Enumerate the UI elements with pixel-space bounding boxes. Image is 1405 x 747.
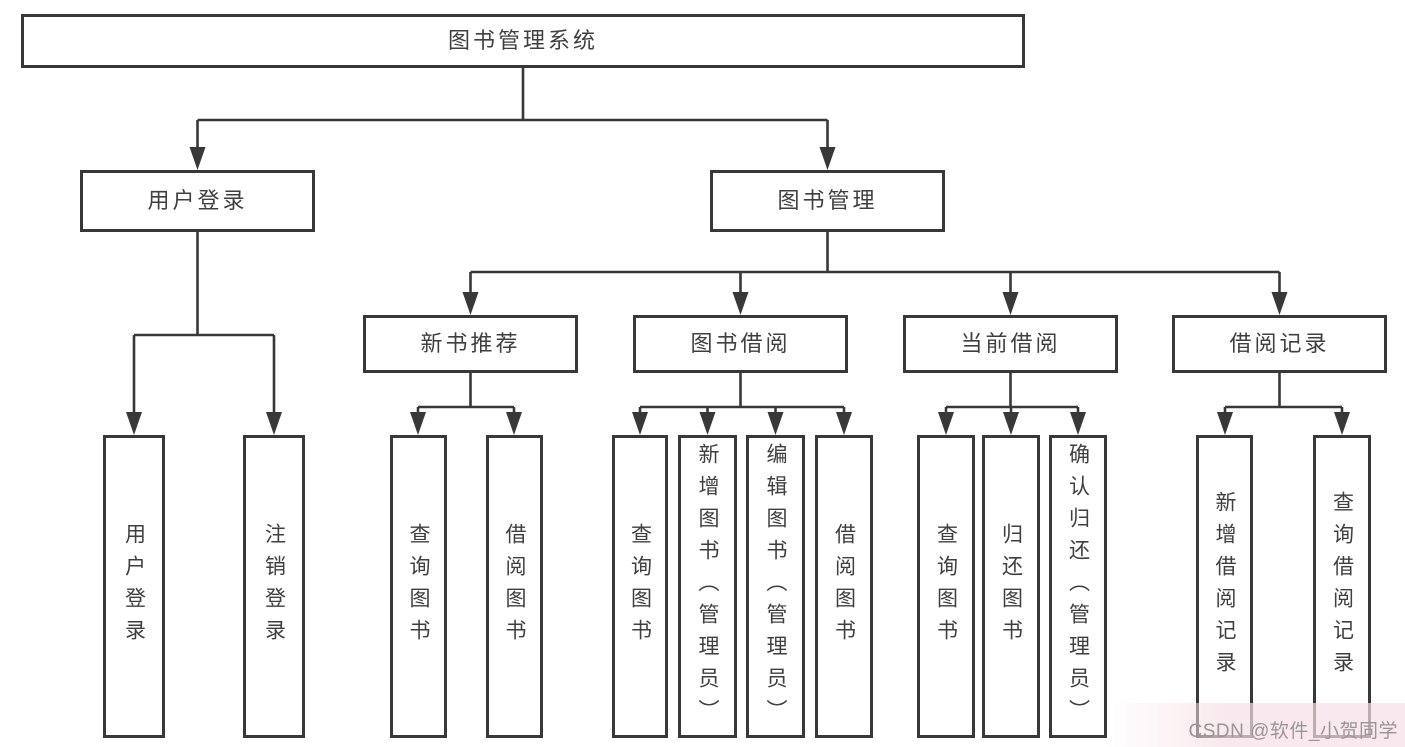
- node-user-login: 用户登录: [80, 170, 315, 232]
- leaf-borrow-books-recommend: 借阅图书: [486, 435, 543, 738]
- leaf-query-books-borrow: 查询图书: [612, 435, 668, 738]
- node-root: 图书管理系统: [21, 14, 1025, 68]
- watermark: CSDN @软件_小贺同学: [1188, 721, 1398, 742]
- leaf-query-books-current: 查询图书: [917, 435, 975, 738]
- leaf-query-books-recommend: 查询图书: [390, 435, 447, 738]
- leaf-logout: 注销登录: [243, 435, 305, 738]
- leaf-confirm-return-admin: 确认归还（管理员）: [1049, 435, 1107, 738]
- node-new-book-recommend: 新书推荐: [363, 315, 578, 373]
- leaf-edit-book-admin: 编辑图书（管理员）: [746, 435, 805, 738]
- leaf-query-borrow-record: 查询借阅记录: [1313, 435, 1371, 738]
- leaf-borrow-books: 借阅图书: [815, 435, 873, 738]
- leaf-add-book-admin: 新增图书（管理员）: [678, 435, 737, 738]
- node-book-borrow: 图书借阅: [633, 315, 848, 373]
- leaf-return-books: 归还图书: [982, 435, 1040, 738]
- node-book-management: 图书管理: [710, 170, 945, 232]
- leaf-user-login: 用户登录: [103, 435, 165, 738]
- leaf-add-borrow-record: 新增借阅记录: [1196, 435, 1253, 738]
- node-borrow-records: 借阅记录: [1172, 315, 1387, 373]
- node-current-borrow: 当前借阅: [903, 315, 1118, 373]
